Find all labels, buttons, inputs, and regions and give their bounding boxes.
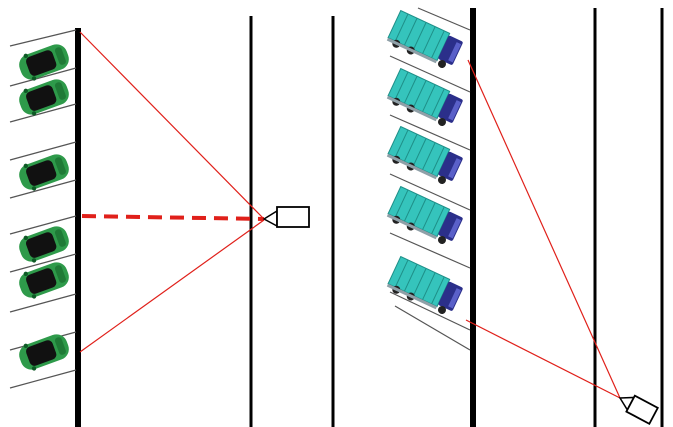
right-slot-lines <box>389 7 471 351</box>
left-slot-lines <box>9 29 77 389</box>
truck <box>385 68 465 132</box>
truck <box>385 126 465 190</box>
car <box>15 330 73 374</box>
car <box>15 222 73 266</box>
truck <box>385 186 465 250</box>
left-sight-line-top <box>79 31 265 220</box>
truck <box>385 256 465 320</box>
left-lot <box>9 16 335 427</box>
truck <box>385 10 465 74</box>
right-sight-line-bottom <box>465 319 621 399</box>
right-camera-icon <box>618 394 659 426</box>
right-lot <box>385 7 664 427</box>
left-sight-line-bottom <box>79 219 265 353</box>
car <box>15 258 73 302</box>
right-sight-line-top <box>467 59 621 399</box>
left-sight-line-center-dashed <box>81 214 265 221</box>
left-camera-icon <box>262 206 310 228</box>
